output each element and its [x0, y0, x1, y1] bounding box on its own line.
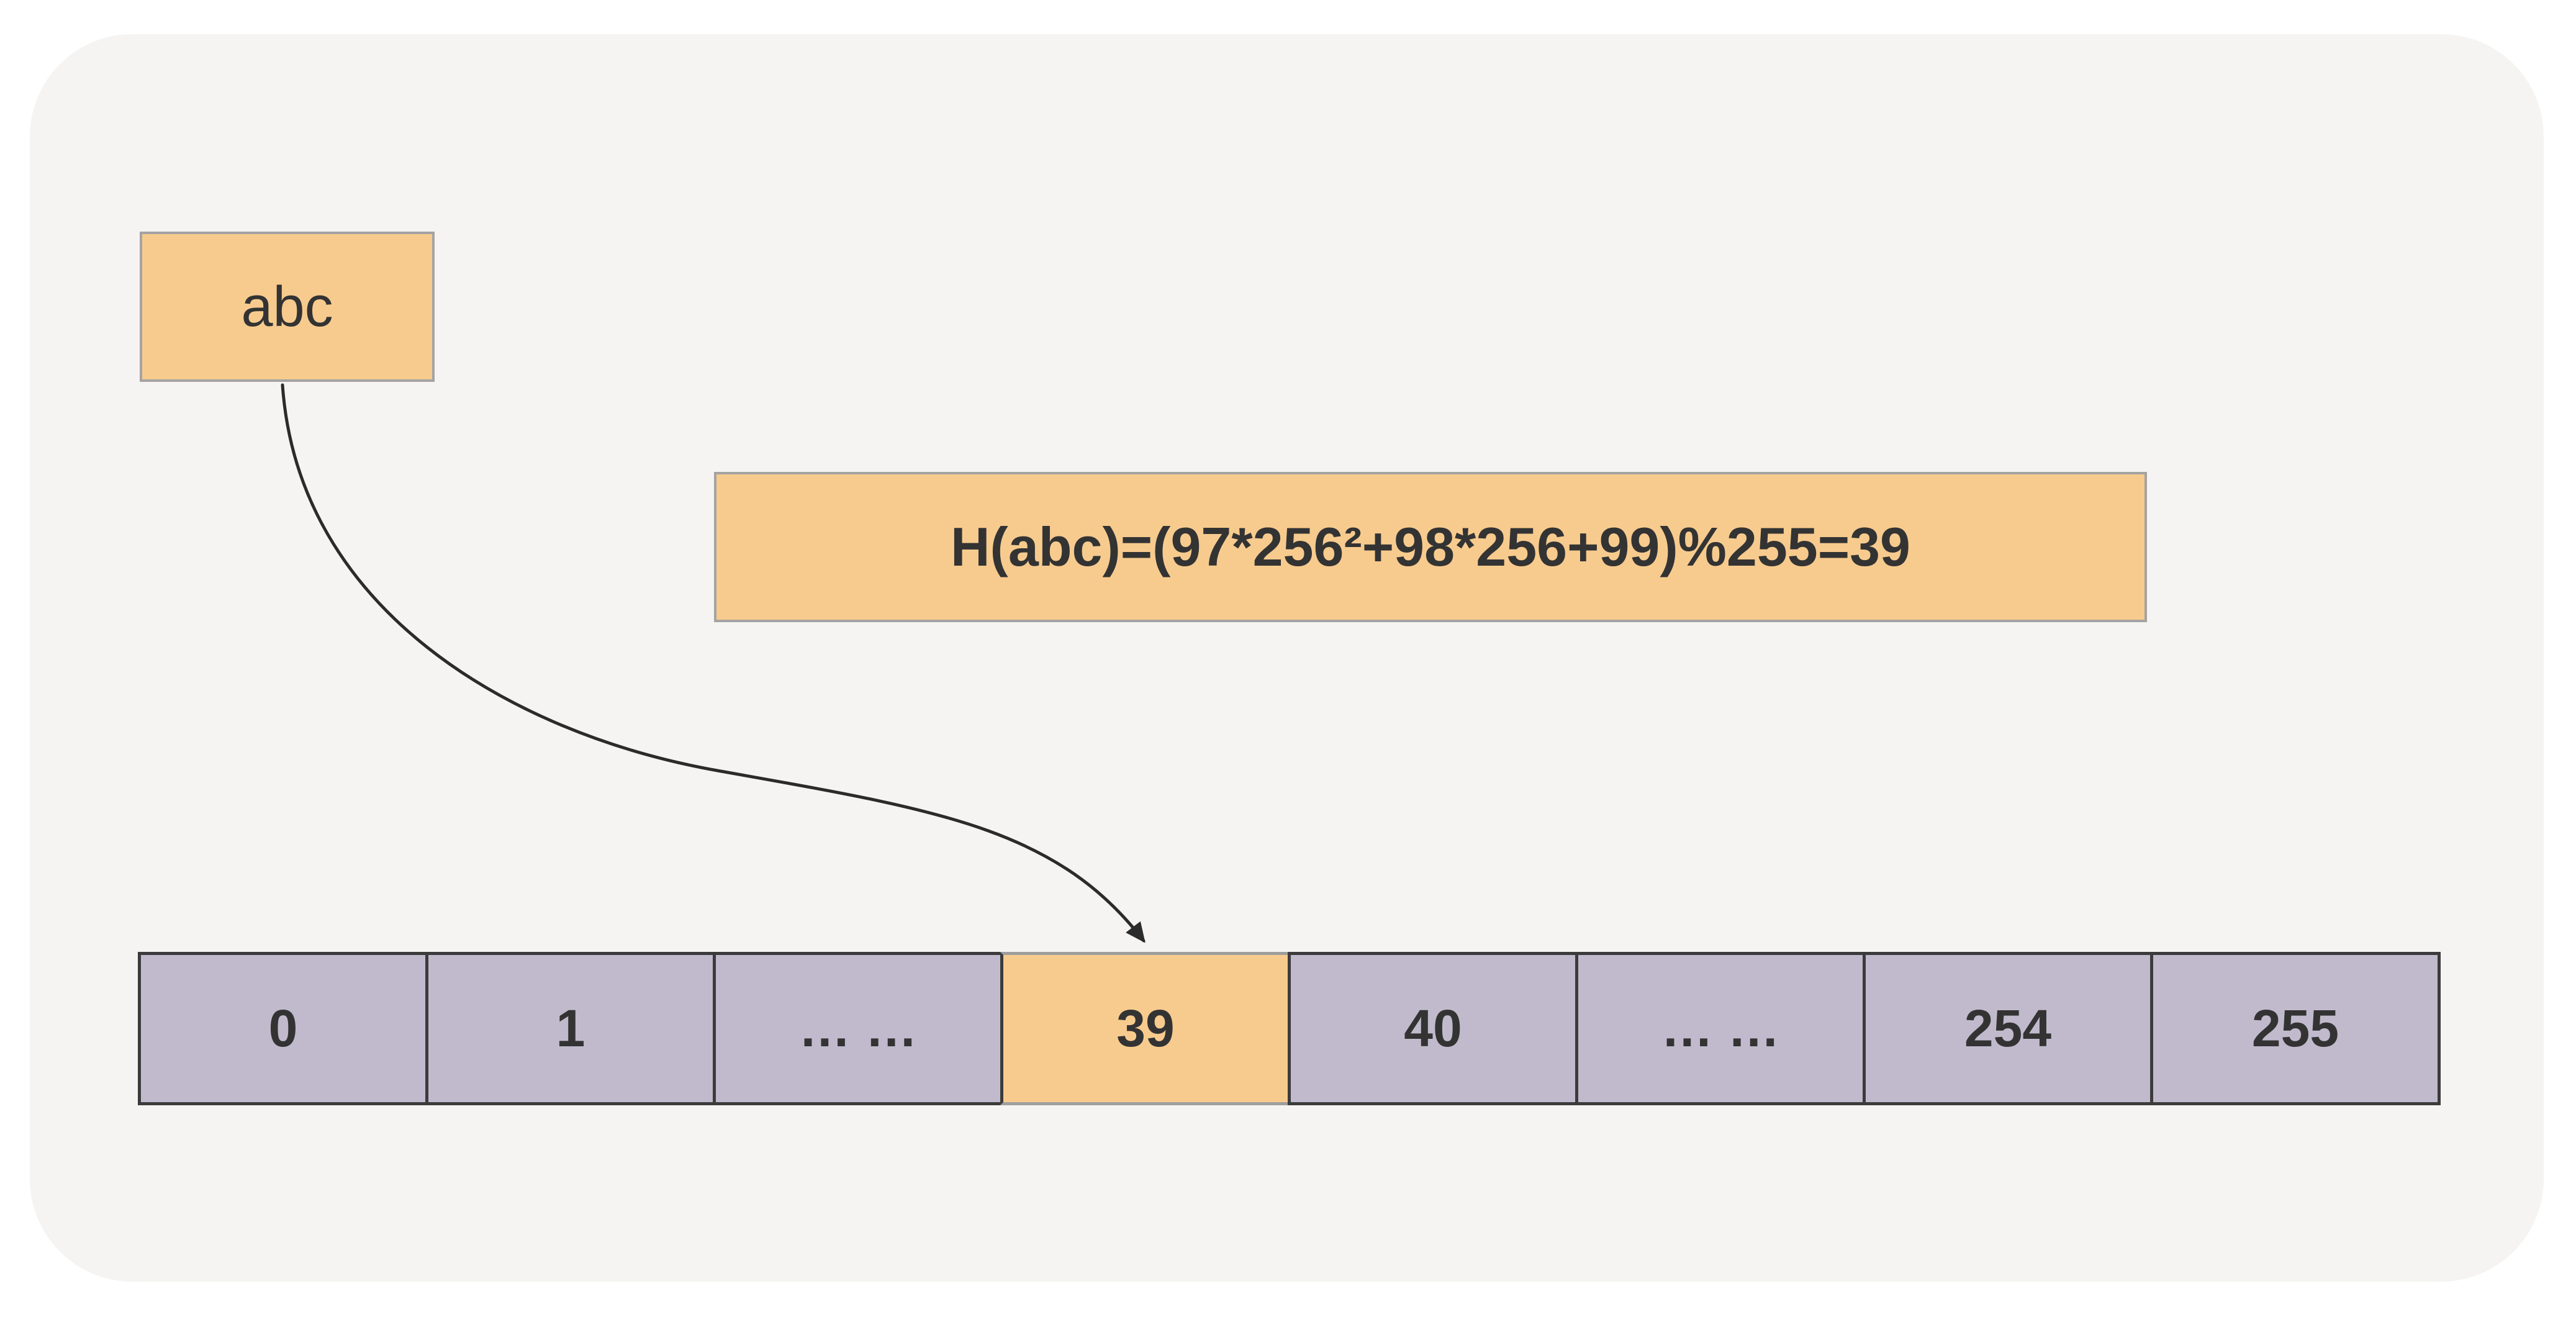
hash-table-cell: 1 [425, 952, 716, 1105]
hash-formula-box: H(abc)=(97*256²+98*256+99)%255=39 [714, 472, 2147, 622]
input-string-label: abc [241, 274, 333, 338]
hash-table-cell: … … [713, 952, 1003, 1105]
hash-formula-text: H(abc)=(97*256²+98*256+99)%255=39 [950, 516, 1910, 577]
hash-table-cell: 0 [138, 952, 428, 1105]
input-string-box: abc [140, 232, 435, 382]
hash-table-cell-highlighted: 39 [1000, 952, 1291, 1105]
hash-table-cell: 40 [1288, 952, 1578, 1105]
hash-table-cell: 254 [1863, 952, 2153, 1105]
hash-table-cell: 255 [2150, 952, 2441, 1105]
hash-table-cell: … … [1575, 952, 1866, 1105]
